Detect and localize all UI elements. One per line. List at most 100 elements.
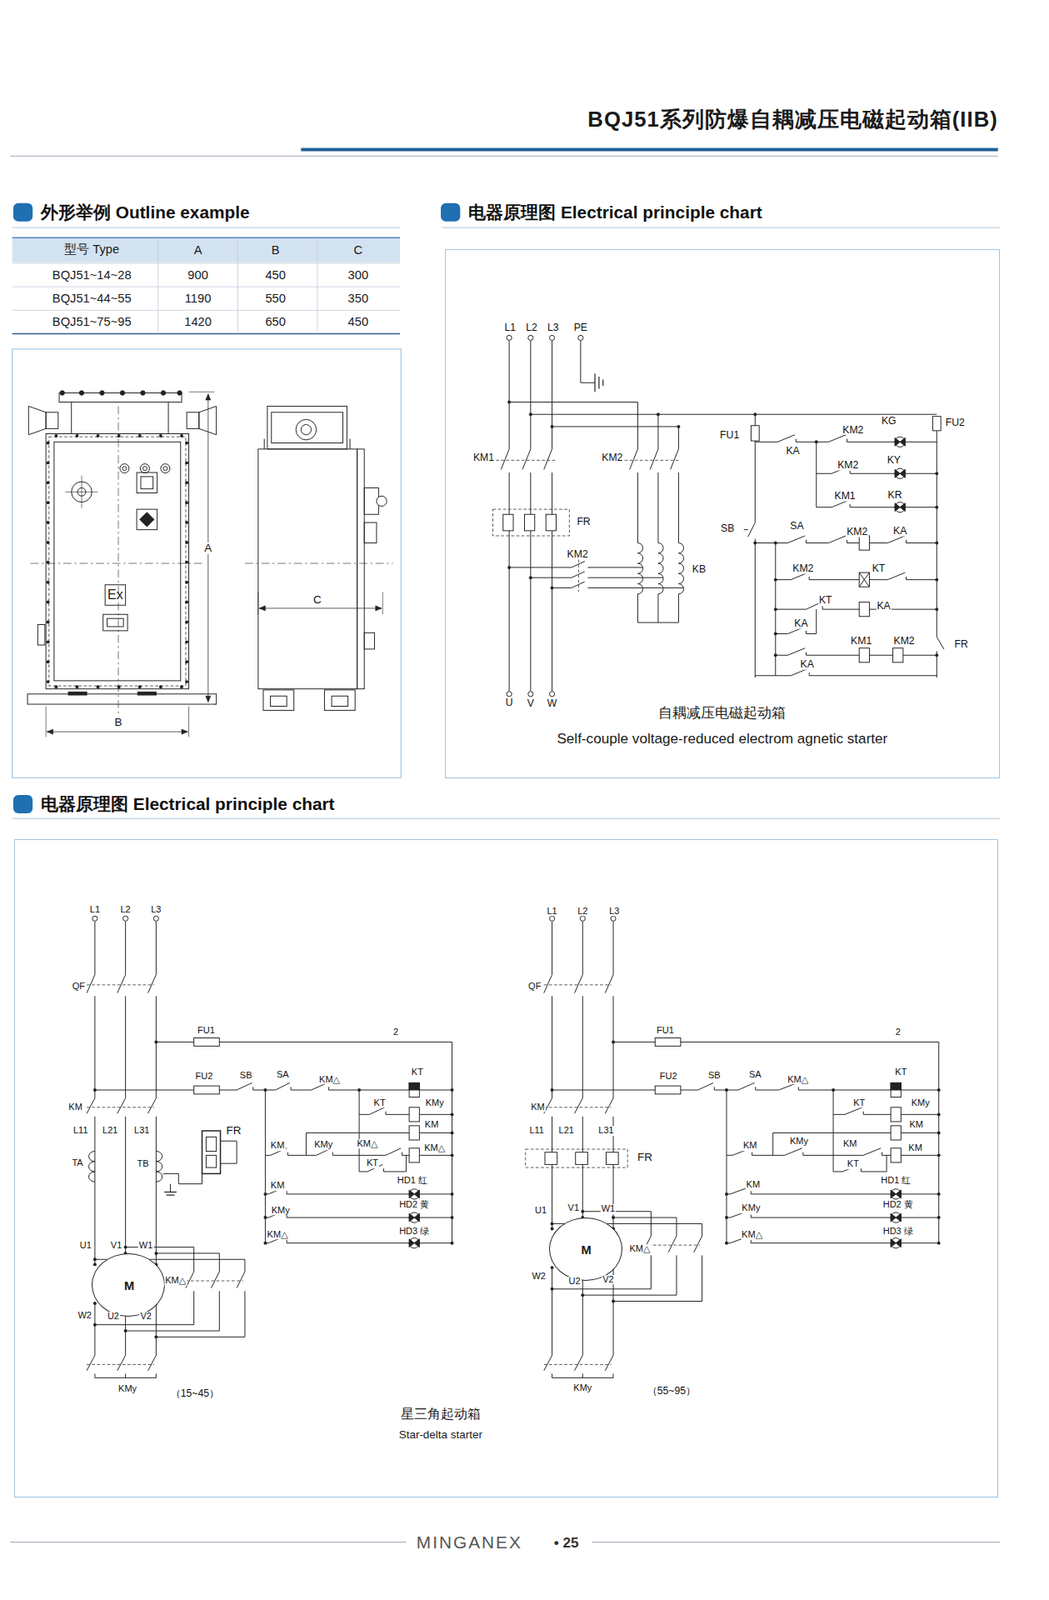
door-edge (357, 449, 365, 690)
wire (906, 579, 938, 580)
wire (94, 1088, 195, 1090)
junction-dot (263, 1215, 267, 1219)
wire (754, 539, 756, 679)
wire (264, 1089, 266, 1244)
bolt (75, 434, 80, 438)
wire (582, 921, 584, 975)
contact-blade (604, 1098, 614, 1114)
mechanical-link (544, 984, 612, 985)
extension-line (382, 591, 384, 615)
component-label: KA (875, 600, 891, 612)
junction-dot (450, 1192, 455, 1196)
wire (551, 1267, 553, 1355)
contact-blade (148, 1354, 157, 1370)
component-label: KT (894, 1067, 908, 1078)
table-cell: 300 (348, 269, 370, 282)
nameplate-slot (103, 614, 128, 631)
contact-terminal (846, 539, 848, 544)
mechanical-link (86, 1363, 155, 1365)
junction-dot (93, 1262, 97, 1266)
contact-terminal (846, 439, 848, 443)
bolt (117, 684, 121, 689)
junction-dot (611, 1215, 615, 1219)
hinge (364, 632, 375, 650)
node-text: M (124, 1278, 135, 1293)
contact-blade (629, 449, 639, 470)
junction-dot (724, 1215, 729, 1219)
component-label: SB (239, 1070, 254, 1081)
hinge (364, 522, 377, 543)
wire (155, 1290, 245, 1337)
section-rule (12, 227, 400, 229)
indicator-window (119, 464, 130, 474)
contact-terminal (809, 672, 810, 676)
thermal-relay (205, 1136, 216, 1151)
contact-terminal (798, 1086, 800, 1090)
lamp-symbol (890, 1189, 901, 1199)
mechanical-link (643, 1244, 701, 1246)
contact-blade (385, 1148, 401, 1156)
cable-gland-cap (160, 390, 165, 395)
indicator-lamp (890, 1188, 901, 1199)
contact-terminal (287, 1152, 289, 1156)
dimension-arrow (181, 729, 188, 735)
wire (754, 440, 756, 523)
wire (752, 1154, 785, 1156)
component-label: L11 (528, 1125, 545, 1136)
table-cell: 450 (264, 269, 286, 282)
wire (613, 921, 615, 975)
wire (220, 1140, 238, 1164)
contact-blade (777, 434, 795, 443)
wire (816, 473, 832, 475)
wire (587, 566, 643, 568)
contact-terminal (383, 1168, 385, 1172)
lamp-symbol (409, 1189, 420, 1199)
junction-dot (774, 632, 778, 636)
wire (124, 1373, 126, 1378)
mechanical-link (185, 1280, 244, 1282)
component-label: L31 (133, 1125, 150, 1136)
section-heading: 电器原理图 Electrical principle chart (468, 203, 763, 222)
component-label: FR (224, 1124, 242, 1137)
indicator-lamp (890, 1212, 901, 1223)
wire (124, 921, 126, 975)
relay-coil (890, 1107, 901, 1122)
contact-terminal (805, 539, 807, 544)
component-label: KM△ (740, 1229, 764, 1240)
current-transformer (89, 1150, 95, 1182)
component-label: HD3 绿 (398, 1226, 430, 1237)
bolt (138, 434, 142, 438)
table-cell: 350 (348, 292, 370, 305)
wire (587, 577, 664, 579)
bolt (184, 600, 189, 605)
contact-blade (828, 535, 846, 544)
contact-blade (604, 1354, 614, 1370)
bolt (184, 540, 189, 545)
wire (305, 1132, 452, 1134)
junction-dot (656, 412, 660, 416)
component-label: B (114, 716, 124, 729)
indicator-lamp (409, 1212, 420, 1223)
component-label: FR (954, 638, 970, 650)
contact-terminal (754, 1086, 756, 1090)
component-label: KM△ (355, 1138, 379, 1149)
wire (803, 1154, 864, 1156)
wire (775, 579, 791, 580)
wire (305, 1132, 307, 1155)
wire (806, 633, 817, 635)
component-label: KM1 (472, 451, 495, 463)
contact-blade (936, 636, 945, 650)
junction-dot (774, 653, 778, 657)
component-label: KT (365, 1158, 380, 1169)
junction-dot (611, 1299, 615, 1304)
bolt (54, 684, 58, 689)
ex-mark-frame (104, 584, 125, 605)
junction-dot (124, 1245, 128, 1249)
wire (551, 340, 553, 450)
component-label: KB (691, 564, 707, 575)
component-label: L1 (545, 906, 558, 917)
section-rule (441, 227, 1000, 229)
timer-coil (409, 1082, 420, 1097)
table-cell: C (354, 244, 364, 258)
junction-dot (814, 439, 819, 444)
